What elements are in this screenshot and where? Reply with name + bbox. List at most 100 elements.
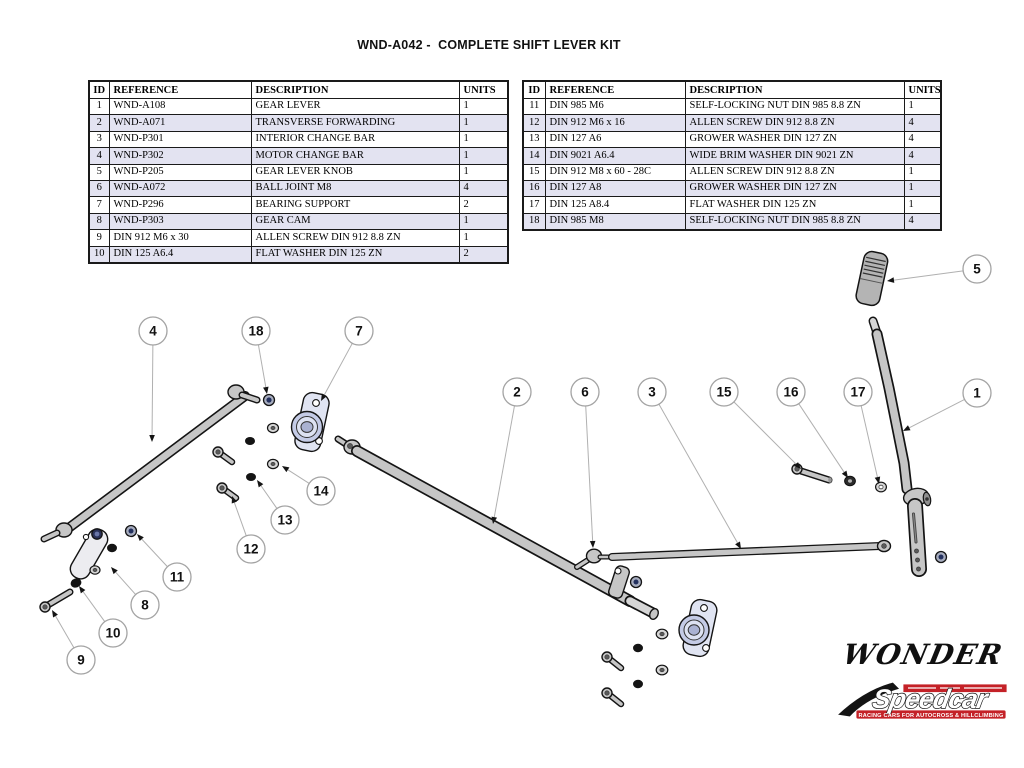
callout-circle <box>637 377 667 407</box>
cell-description: FLAT WASHER DIN 125 ZN <box>250 245 460 264</box>
part-transverse-forwarding <box>334 435 660 620</box>
callout-number: 18 <box>248 324 264 339</box>
leader-line <box>733 401 797 465</box>
part-gear-lever <box>868 316 948 577</box>
cell-description: SELF-LOCKING NUT DIN 985 8.8 ZN <box>684 212 905 231</box>
cell-description: GEAR CAM <box>250 212 460 231</box>
cell-id: 17 <box>522 196 546 214</box>
cell-units: 1 <box>458 212 509 231</box>
callout-number: 7 <box>355 324 363 339</box>
callout-number: 2 <box>513 385 521 400</box>
callout-circle <box>776 377 806 407</box>
callout-6: 6 <box>570 377 600 548</box>
callout-circle <box>138 316 168 346</box>
callout-circle <box>98 618 128 648</box>
leader-arrow <box>149 434 155 442</box>
leader-line <box>151 344 154 436</box>
callout-number: 13 <box>277 513 293 528</box>
callout-11: 11 <box>137 534 192 592</box>
callout-circle <box>962 254 992 284</box>
speedcar-tagline-text: RACING CARS FOR AUTOCROSS & HILLCLIMBING <box>858 713 1003 719</box>
callout-circle <box>162 562 192 592</box>
callout-8: 8 <box>111 567 160 620</box>
callout-circle <box>709 377 739 407</box>
cell-units: 4 <box>903 114 942 132</box>
leader-arrow <box>841 470 848 478</box>
grower-washer <box>107 543 117 553</box>
callout-circle <box>130 590 160 620</box>
cell-units: 1 <box>458 229 509 247</box>
hardware-bottom-left <box>39 578 82 613</box>
cell-units: 4 <box>903 147 942 165</box>
cell-units: 4 <box>458 179 509 198</box>
part-gear-lever-knob <box>855 250 889 307</box>
leader-line <box>260 485 278 509</box>
callout-10: 10 <box>79 586 128 648</box>
leader-arrow <box>794 462 801 469</box>
hardware-cluster-lower <box>601 628 669 708</box>
leader-line <box>141 538 168 568</box>
cell-reference: WND-P302 <box>108 147 252 165</box>
speedcar-logo: Speedcar RACING CARS FOR AUTOCROSS & HIL… <box>835 681 1008 720</box>
leader-line <box>323 343 353 396</box>
leader-arrow <box>903 425 911 431</box>
leader-arrow <box>52 610 58 618</box>
cell-reference: DIN 125 A6.4 <box>108 245 252 264</box>
leader-line <box>798 403 845 473</box>
leader-line <box>233 502 247 536</box>
leader-line <box>658 403 738 544</box>
part-bearing-support-upper <box>290 391 330 453</box>
callout-12: 12 <box>231 496 266 564</box>
speedcar-swoosh <box>835 681 901 718</box>
allen-screw-9 <box>39 588 74 613</box>
leader-arrow <box>263 386 269 394</box>
leader-arrow <box>735 541 741 549</box>
callout-circle <box>241 316 271 346</box>
callout-number: 17 <box>850 385 865 400</box>
callout-number: 5 <box>973 262 981 277</box>
leader-arrow <box>111 567 118 575</box>
callout-4: 4 <box>138 316 168 442</box>
callout-5: 5 <box>887 254 992 284</box>
callout-9: 9 <box>52 610 96 675</box>
callout-number: 14 <box>313 484 329 499</box>
callout-circle <box>962 378 992 408</box>
cell-reference: DIN 9021 A6.4 <box>544 147 686 165</box>
leader-line <box>585 405 594 542</box>
leader-arrow <box>491 516 498 524</box>
cell-reference: DIN 912 M6 x 30 <box>108 229 252 247</box>
leader-arrow <box>257 480 264 488</box>
cell-reference: DIN 912 M6 x 16 <box>544 114 686 132</box>
part-motor-change-bar <box>40 384 261 543</box>
cell-units: 1 <box>903 163 942 181</box>
leader-line <box>860 405 878 478</box>
leader-arrow <box>137 534 144 542</box>
callout-number: 9 <box>77 653 85 668</box>
cell-reference: DIN 127 A8 <box>544 179 686 198</box>
allen-screw-12b <box>216 482 240 502</box>
callout-14: 14 <box>282 466 336 506</box>
leader-line <box>257 344 267 388</box>
callout-number: 3 <box>648 385 656 400</box>
callout-number: 15 <box>716 385 732 400</box>
callout-number: 16 <box>783 385 799 400</box>
grower-washer-13 <box>245 437 255 445</box>
callout-2: 2 <box>491 377 532 524</box>
callout-number: 12 <box>243 542 258 557</box>
callout-1: 1 <box>903 378 992 431</box>
cell-id: 18 <box>522 212 546 231</box>
callout-number: 6 <box>581 385 589 400</box>
